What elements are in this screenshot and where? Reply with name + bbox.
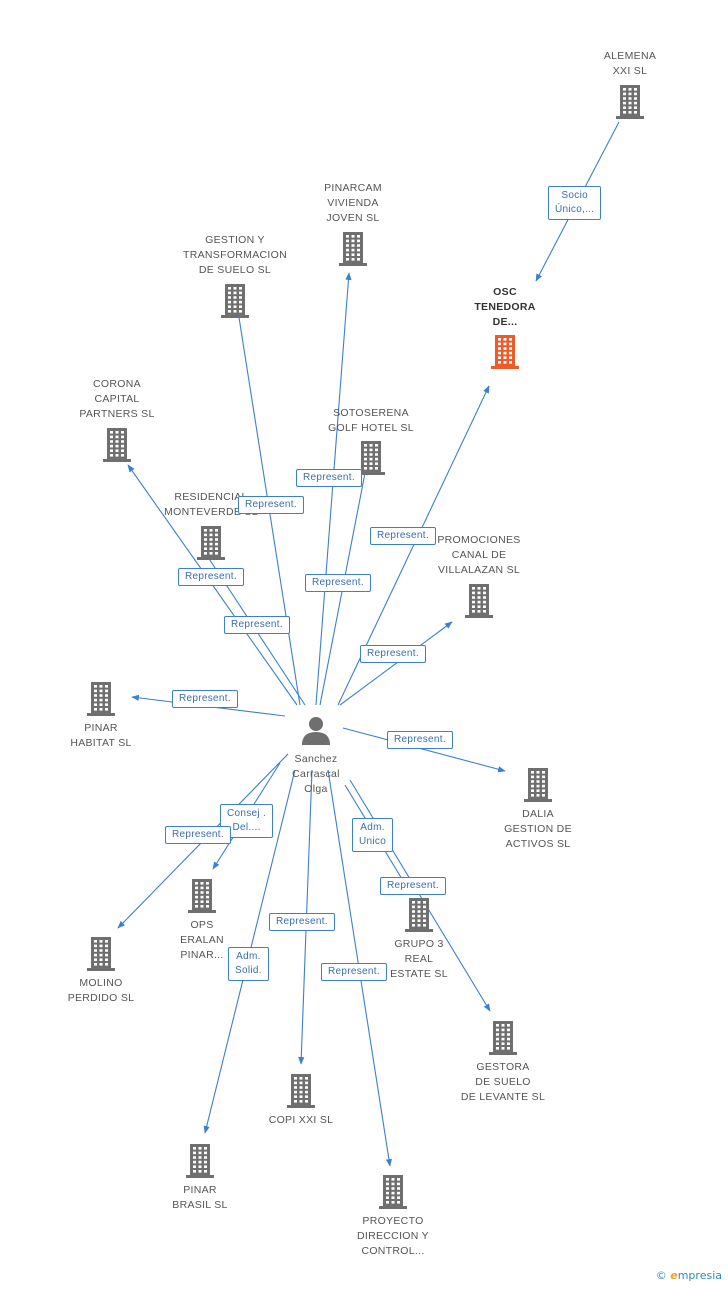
edge-center-promociones: [339, 621, 453, 706]
building-icon[interactable]: [616, 85, 644, 119]
relation-label-center-gestion[interactable]: Represent.: [238, 496, 304, 514]
building-icon[interactable]: [379, 1175, 407, 1209]
building-icon[interactable]: [465, 584, 493, 618]
company-label-copi[interactable]: COPI XXI SL: [268, 1114, 334, 1126]
building-icon[interactable]: [405, 898, 433, 932]
building-icon[interactable]: [188, 879, 216, 913]
relation-label-center-corona[interactable]: Represent.: [178, 568, 244, 586]
building-icon[interactable]: [103, 428, 131, 462]
relation-label-center-residencial[interactable]: Represent.: [224, 616, 290, 634]
building-icon[interactable]: [489, 1021, 517, 1055]
building-icon[interactable]: [287, 1074, 315, 1108]
building-icon[interactable]: [524, 768, 552, 802]
building-icon[interactable]: [186, 1144, 214, 1178]
relation-label-center-sotoserena[interactable]: Represent.: [296, 469, 362, 487]
relation-label-center-pinarcam[interactable]: Represent.: [305, 574, 371, 592]
person-icon[interactable]: [302, 717, 330, 745]
relation-label-center-grupo3[interactable]: Adm.Unico: [352, 818, 394, 852]
relation-label-center-molino[interactable]: Represent.: [165, 826, 231, 844]
empresia-logo[interactable]: © empresia: [655, 1269, 722, 1282]
relation-label-center-osc[interactable]: Represent.: [370, 527, 436, 545]
building-icon[interactable]: [357, 441, 385, 475]
relation-label-center-copi[interactable]: Represent.: [269, 913, 335, 931]
relation-label-center-pinarbrasil[interactable]: Adm.Solid.: [228, 947, 269, 981]
building-icon[interactable]: [339, 232, 367, 266]
relation-label-center-gestora[interactable]: Represent.: [380, 877, 446, 895]
building-icon[interactable]: [197, 526, 225, 560]
relation-label-center-pinarhabitat[interactable]: Represent.: [172, 690, 238, 708]
edge-center-pinarcam: [315, 272, 352, 706]
relation-label-center-dalia[interactable]: Represent.: [387, 731, 453, 749]
building-icon[interactable]: [87, 937, 115, 971]
edge-center-dalia: [342, 727, 506, 773]
building-icon[interactable]: [87, 682, 115, 716]
relation-label-center-promociones[interactable]: Represent.: [360, 645, 426, 663]
building-icon[interactable]: [491, 335, 519, 369]
building-icon[interactable]: [221, 284, 249, 318]
relation-label-center-proyecto[interactable]: Represent.: [321, 963, 387, 981]
